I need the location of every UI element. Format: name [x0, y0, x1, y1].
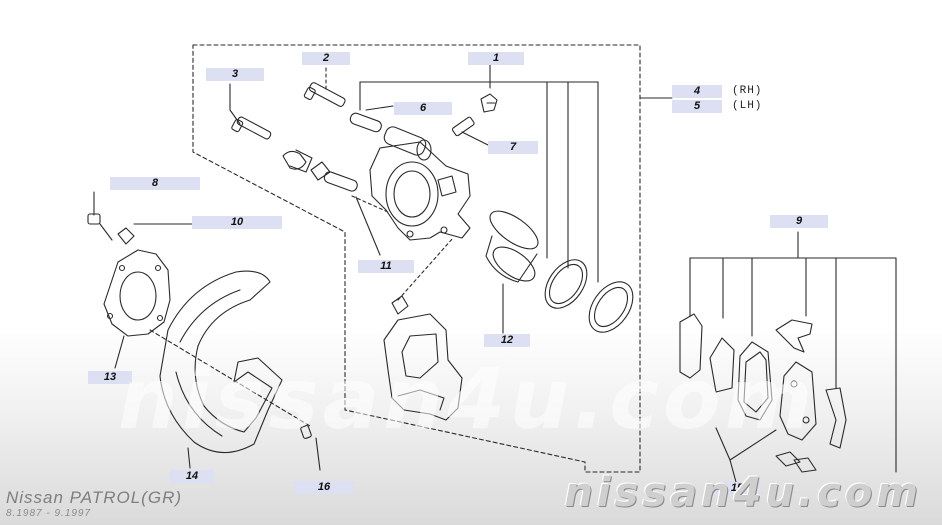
caliper-bracket-lines [359, 63, 599, 283]
callout-5: 5 [672, 100, 722, 113]
sleeve-part-6 [282, 105, 394, 192]
callout-4: 4 [672, 85, 722, 98]
bolt-part-8 [87, 191, 113, 241]
pad-shim-outer [679, 313, 703, 379]
baffle-plate-part-13 [103, 249, 311, 427]
watermark-center: nissan4u.com [118, 350, 817, 448]
bleeder-part-1 [480, 93, 498, 113]
callout-3: 3 [206, 68, 264, 81]
callout-8: 8 [110, 177, 200, 190]
assembly-boundary [192, 44, 641, 473]
caliper-support-bracket [383, 237, 463, 421]
bleeder-screw-part-7 [451, 116, 491, 147]
callout-11: 11 [358, 260, 414, 273]
callout-7: 7 [488, 141, 538, 154]
callout-2: 2 [302, 52, 350, 65]
bolt-part-3 [229, 83, 272, 140]
dust-shield-part-14 [159, 270, 283, 469]
washer-part-10 [117, 223, 193, 245]
rh-label: (RH) [732, 85, 763, 97]
pad-retainer-clips [775, 451, 817, 473]
anti-squeal-clip-side [825, 387, 847, 449]
anti-squeal-clip-upper [775, 319, 813, 353]
watermark-corner: nissan4u.com [564, 470, 922, 516]
pad-kit-bracket [689, 231, 897, 473]
callout-9: 9 [770, 215, 828, 228]
dust-boot [588, 281, 634, 333]
callout-14: 14 [170, 470, 214, 483]
callout-10: 10 [192, 216, 282, 229]
callout-1: 1 [468, 52, 524, 65]
pad-shim-inner [709, 337, 735, 393]
brake-pad-outer [737, 341, 773, 421]
callout-6: 6 [394, 102, 452, 115]
lh-label: (LH) [732, 100, 763, 112]
brake-pad-inner [779, 361, 817, 441]
stud-part-11 [355, 196, 381, 256]
callout-15: 15 [714, 482, 760, 495]
caliper-body [351, 126, 471, 241]
callout-12: 12 [484, 334, 530, 347]
guide-pin-part-2 [303, 67, 346, 107]
piston-seal [544, 259, 588, 309]
screw-part-16 [300, 425, 321, 471]
piston-part-12 [485, 210, 539, 334]
callout-16: 16 [294, 481, 354, 494]
pad-kit-leaders-15 [715, 427, 777, 483]
callout-13: 13 [88, 371, 132, 384]
model-title: Nissan PATROL(GR) [6, 488, 183, 507]
date-range: 8.1987 - 9.1997 [6, 508, 92, 519]
